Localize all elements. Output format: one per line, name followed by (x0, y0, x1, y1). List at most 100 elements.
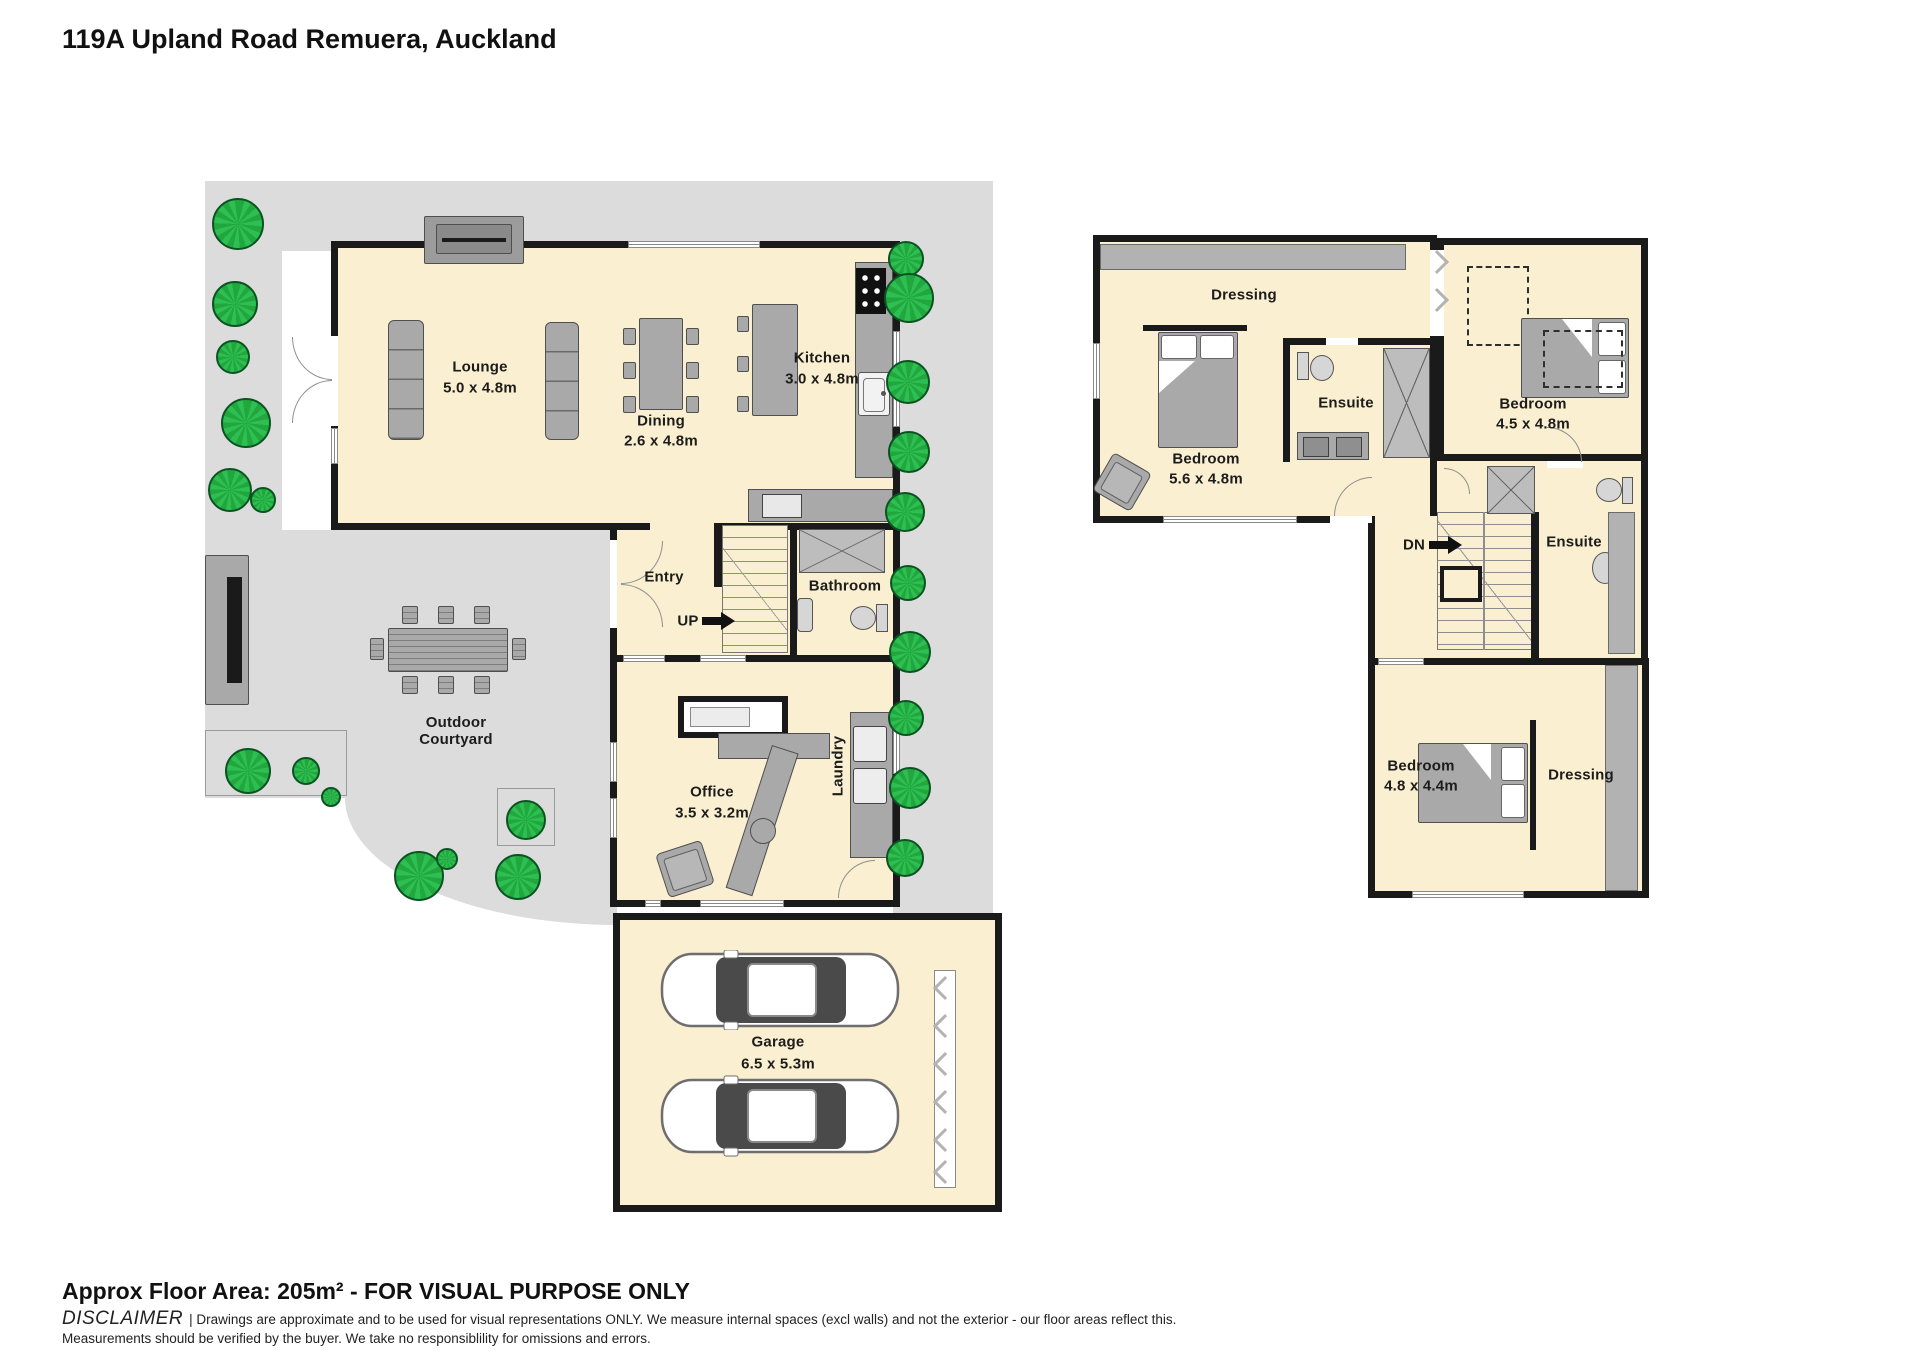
tree (208, 468, 252, 512)
disclaimer-line1: DISCLAIMER| Drawings are approximate and… (62, 1308, 1662, 1330)
window (610, 742, 617, 782)
wall (1368, 516, 1375, 665)
dn-arrow-icon (1429, 536, 1463, 554)
window (1378, 658, 1424, 665)
label-office: Office (690, 783, 734, 801)
window (1163, 516, 1297, 523)
label-dressing2: Dressing (1548, 766, 1614, 784)
tree (292, 757, 320, 785)
label-bedroom1: Bedroom (1172, 450, 1240, 468)
dryer (853, 768, 887, 804)
oven (762, 494, 802, 518)
tree (221, 398, 271, 448)
car (660, 1075, 900, 1157)
wall (714, 523, 722, 587)
courtyard-bench-grill (227, 577, 242, 683)
tree (506, 800, 546, 840)
tree (888, 700, 924, 736)
pillow (1501, 747, 1525, 781)
label-bedroom2-dims: 4.5 x 4.8m (1496, 415, 1570, 433)
dining-chair (623, 396, 636, 413)
tree (321, 787, 341, 807)
toilet-tank (1622, 477, 1633, 504)
pillow (1200, 335, 1234, 359)
fireplace-hearth (442, 238, 506, 242)
dining-chair (623, 328, 636, 345)
tree (889, 767, 931, 809)
tree (225, 748, 271, 794)
label-dn: DN (1402, 536, 1426, 554)
label-lounge: Lounge (452, 358, 508, 376)
tree (885, 492, 925, 532)
disclaimer-label: DISCLAIMER (62, 1308, 184, 1329)
tree (212, 281, 258, 327)
outdoor-table (388, 628, 508, 672)
wall (1531, 512, 1539, 658)
garage-door (934, 970, 956, 1188)
wardrobe (1608, 512, 1635, 654)
disclaimer-line2: Measurements should be verified by the b… (62, 1331, 651, 1346)
wardrobe (1100, 244, 1406, 270)
tree (884, 273, 934, 323)
void-dashed-outline (1467, 266, 1529, 346)
door-opening (1330, 516, 1372, 523)
bed-headboard (1143, 325, 1247, 331)
label-courtyard: Outdoor Courtyard (419, 714, 493, 748)
pillow (1598, 322, 1626, 356)
french-door-arc (292, 380, 332, 423)
label-dining-dims: 2.6 x 4.8m (624, 432, 698, 450)
toilet-tank (1297, 352, 1309, 380)
passage-opening (650, 523, 714, 530)
dining-chair (686, 362, 699, 379)
toilet-bowl (1596, 478, 1622, 502)
door-opening (331, 336, 338, 426)
blanket-fold (1562, 319, 1592, 357)
pillow (1161, 335, 1197, 359)
up-arrow-icon (702, 612, 736, 630)
window (700, 900, 784, 907)
tree (889, 631, 931, 673)
blanket-fold (1463, 744, 1491, 780)
dining-chair (623, 362, 636, 379)
kitchen-island (752, 304, 798, 416)
window (700, 655, 746, 662)
vanity-sink (1336, 437, 1362, 457)
shower (1487, 466, 1535, 514)
page-title: 119A Upland Road Remuera, Auckland (62, 24, 557, 54)
tree (888, 431, 930, 473)
kitchen-stool (737, 316, 749, 332)
floor-area-line: Approx Floor Area: 205m² - FOR VISUAL PU… (62, 1278, 690, 1304)
sofa (545, 322, 579, 440)
label-bedroom2: Bedroom (1499, 395, 1567, 413)
window (610, 798, 617, 838)
outdoor-courtyard-curve (345, 798, 617, 925)
door-opening (1326, 338, 1358, 345)
outdoor-chair (512, 638, 526, 660)
label-ensuite1: Ensuite (1318, 394, 1374, 412)
tree (495, 854, 541, 900)
bed-double (1158, 332, 1238, 448)
label-ensuite2: Ensuite (1546, 533, 1602, 551)
label-kitchen-dims: 3.0 x 4.8m (785, 370, 859, 388)
stair-divider (1483, 512, 1485, 650)
dining-chair (686, 328, 699, 345)
stove-cooktop (856, 268, 886, 314)
washing-machine (853, 726, 887, 762)
tree (250, 487, 276, 513)
tree (886, 839, 924, 877)
dining-chair (686, 396, 699, 413)
label-garage-dims: 6.5 x 5.3m (741, 1055, 815, 1073)
window (1412, 891, 1524, 898)
sink-faucet (881, 391, 886, 396)
tree (436, 848, 458, 870)
window (628, 241, 760, 248)
label-bedroom3: Bedroom (1387, 757, 1455, 775)
label-bathroom: Bathroom (808, 577, 882, 595)
tree (886, 360, 930, 404)
hall-floor (1368, 516, 1437, 665)
outdoor-chair (474, 676, 490, 694)
partition-wall (1530, 720, 1536, 850)
attic-dashed-outline (1543, 330, 1623, 388)
label-bedroom3-dims: 4.8 x 4.4m (1384, 777, 1458, 795)
